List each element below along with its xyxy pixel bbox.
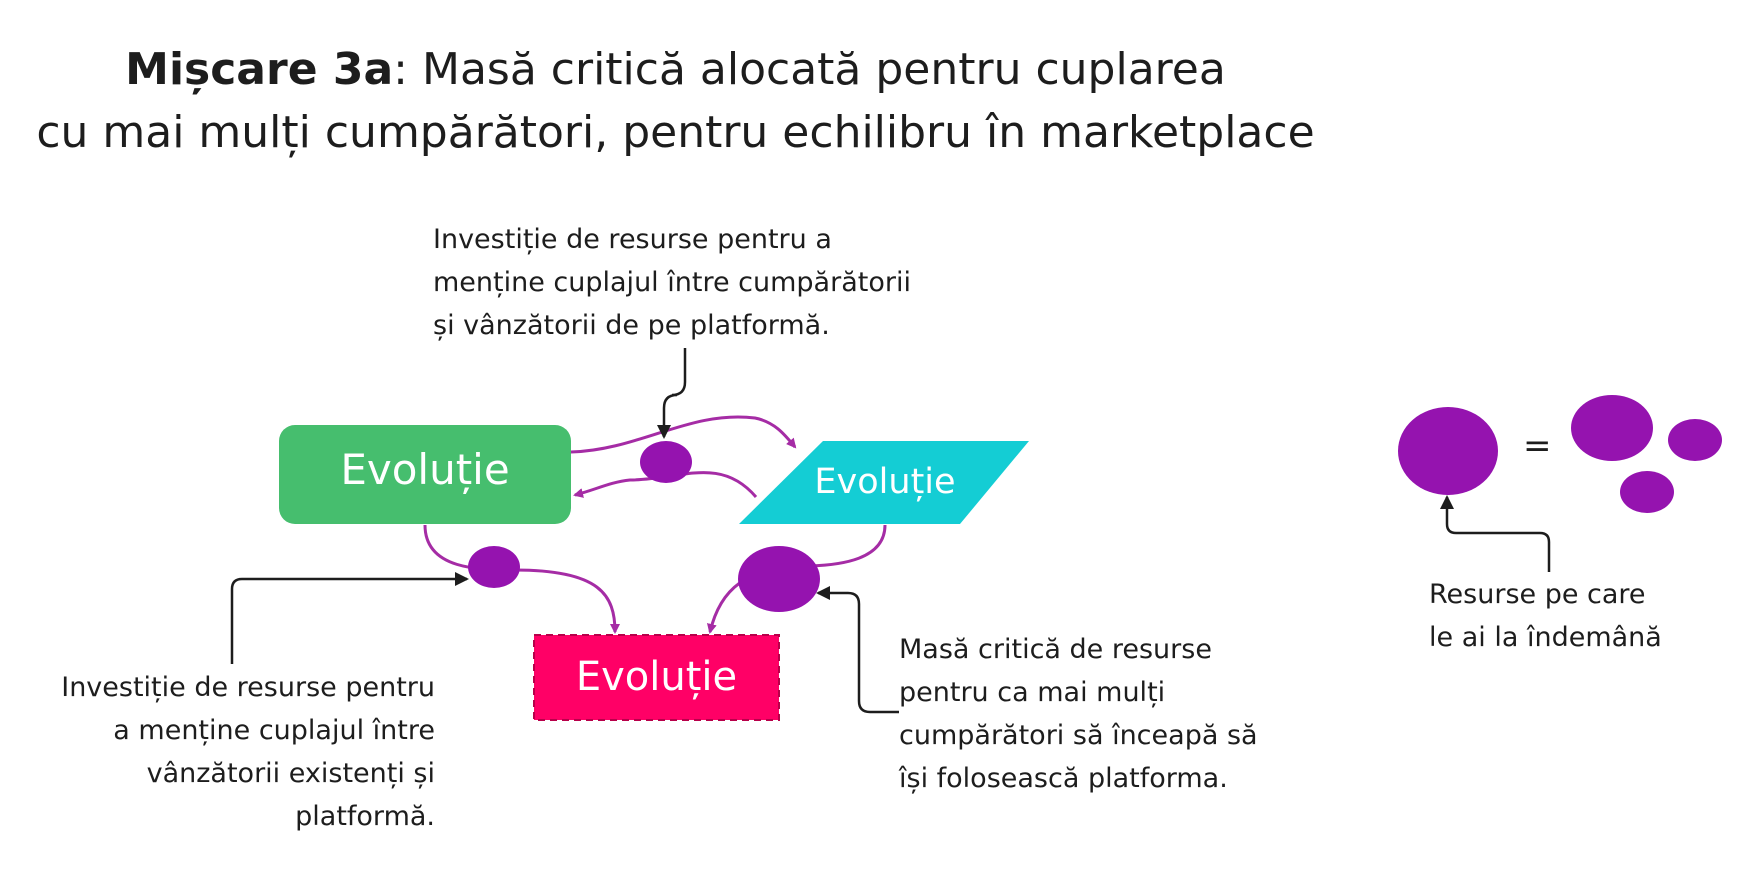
- legend-resource-circle-a: [1571, 395, 1653, 461]
- legend-resource-circle-b: [1668, 419, 1722, 461]
- evolution-node-cyan: [739, 441, 1029, 524]
- resource-circle-left: [468, 546, 520, 588]
- note-bottom-left: Investiție de resurse pentru a menține c…: [61, 666, 435, 838]
- pointer-legend-note: [1440, 495, 1551, 572]
- evolution-label-cyan: Evoluție: [814, 462, 956, 502]
- note-bottom-left-line: a menține cuplajul între: [113, 715, 435, 746]
- note-legend-line: le ai la îndemână: [1429, 622, 1662, 653]
- title-rest: : Masă critică alocată pentru cuplarea: [393, 44, 1226, 95]
- page-title-line-1: Mișcare 3a: Masă critică alocată pentru …: [0, 40, 1351, 100]
- legend-resource-circle-c: [1620, 471, 1674, 513]
- note-bottom-right-line: cumpărători să înceapă să: [899, 720, 1258, 751]
- note-top-line: Investiție de resurse pentru a: [433, 224, 832, 255]
- resource-circle-top: [640, 441, 692, 483]
- pointer-right-note: [816, 586, 899, 714]
- pointer-top-note: [657, 348, 687, 439]
- pointer-left-note: [230, 572, 469, 664]
- legend-equals-sign: =: [1523, 426, 1552, 466]
- flow-cyan-to-green: [573, 471, 758, 498]
- note-bottom-right-line: pentru ca mai mulți: [899, 677, 1166, 708]
- note-top: Investiție de resurse pentru a menține c…: [433, 218, 911, 347]
- evolution-node-pink: [533, 634, 780, 721]
- resource-circle-critical-mass: [738, 546, 820, 612]
- note-bottom-left-line: Investiție de resurse pentru: [61, 672, 435, 703]
- evolution-label-pink: Evoluție: [575, 654, 738, 700]
- evolution-node-green: [279, 425, 571, 524]
- note-legend-line: Resurse pe care: [1429, 579, 1646, 610]
- title-bold: Mișcare 3a: [125, 44, 394, 95]
- note-top-line: și vânzătorii de pe platformă.: [433, 310, 830, 341]
- note-bottom-right-line: Masă critică de resurse: [899, 634, 1212, 665]
- note-bottom-left-line: vânzătorii existenți și: [146, 758, 435, 789]
- note-top-line: menține cuplajul între cumpărătorii: [433, 267, 911, 298]
- flow-green-to-cyan: [570, 415, 797, 454]
- note-bottom-right-line: își folosească platforma.: [899, 763, 1228, 794]
- page-title-line-2: cu mai mulți cumpărători, pentru echilib…: [36, 107, 1315, 158]
- note-legend: Resurse pe care le ai la îndemână: [1429, 573, 1662, 659]
- evolution-label-green: Evoluție: [340, 445, 510, 494]
- note-bottom-left-line: platformă.: [295, 801, 435, 832]
- note-bottom-right: Masă critică de resurse pentru ca mai mu…: [899, 628, 1258, 800]
- legend-resource-circle-large: [1398, 407, 1498, 495]
